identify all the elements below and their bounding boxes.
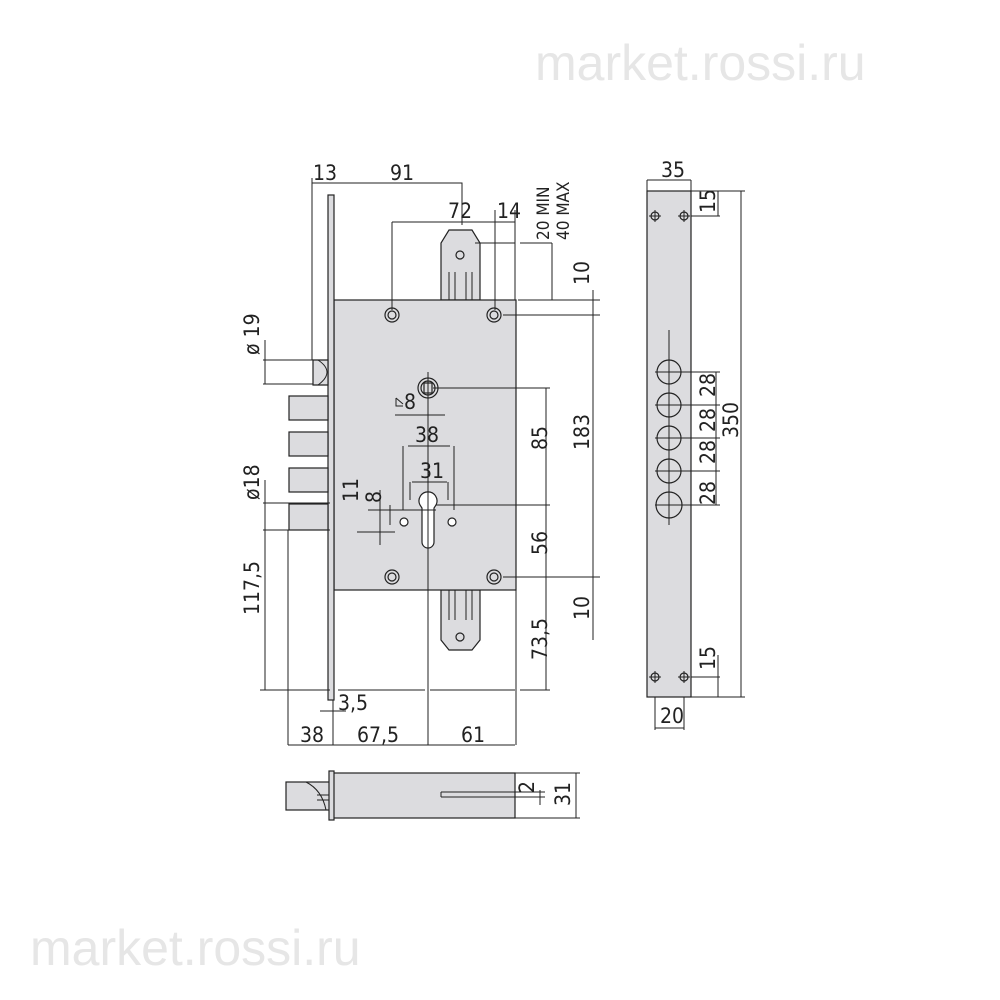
watermark-bottom: market.rossi.ru xyxy=(30,920,361,976)
dim-40-max: 40 MAX xyxy=(554,182,574,240)
square-icon xyxy=(395,397,404,407)
dim-28-2: 28 xyxy=(696,408,720,432)
dim-8: 8 xyxy=(362,491,386,503)
dim-10-bottom: 10 xyxy=(570,596,594,620)
bolt-openings xyxy=(655,330,720,525)
dim-67-5: 67,5 xyxy=(357,723,399,747)
dim-15-bottom: 15 xyxy=(696,646,720,670)
dim-350: 350 xyxy=(719,402,743,438)
bottom-view: 2 31 xyxy=(285,770,580,821)
case-top xyxy=(332,772,516,819)
dim-117-5: 117,5 xyxy=(240,561,264,615)
dim-72: 72 xyxy=(448,199,472,223)
bolt xyxy=(288,467,329,493)
latch xyxy=(312,359,329,386)
bolt xyxy=(288,431,329,457)
dim-38-throw: 38 xyxy=(300,723,324,747)
dim-31-thk: 31 xyxy=(551,782,575,806)
watermark-top: market.rossi.ru xyxy=(535,35,866,91)
dim-follower-8: 8 xyxy=(404,390,416,414)
dim-38-cyl: 38 xyxy=(415,423,439,447)
dim-20: 20 xyxy=(660,704,684,728)
faceplate-view: 35 15 28 28 28 28 350 15 20 xyxy=(646,158,745,730)
dim-15-top: 15 xyxy=(696,189,720,213)
dim-20-min: 20 MIN xyxy=(534,187,554,240)
bolt xyxy=(288,395,329,421)
dim-31-cyl: 31 xyxy=(420,459,444,483)
rod-hole-icon xyxy=(455,632,465,642)
top-rod-connector xyxy=(440,229,481,301)
dim-28-1: 28 xyxy=(696,373,720,397)
dim-56: 56 xyxy=(528,531,552,555)
bolt-end xyxy=(285,781,331,811)
dim-28-3: 28 xyxy=(696,440,720,464)
dim-3-5: 3,5 xyxy=(338,691,368,715)
dim-35: 35 xyxy=(661,158,685,182)
dim-14: 14 xyxy=(497,199,521,223)
dim-11: 11 xyxy=(339,478,363,502)
dim-2: 2 xyxy=(515,781,539,793)
dim-10-top: 10 xyxy=(570,261,594,285)
rod-hole-icon xyxy=(455,250,465,260)
dim-bolt-dia: ø18 xyxy=(240,464,264,500)
dim-28-4: 28 xyxy=(696,481,720,505)
faceplate xyxy=(327,194,335,701)
front-view: 13 91 72 14 20 MIN 40 MAX 10 183 10 85 5… xyxy=(240,161,600,747)
dim-91: 91 xyxy=(390,161,414,185)
dim-61: 61 xyxy=(461,723,485,747)
faceplate-edge xyxy=(328,770,335,821)
dim-73-5: 73,5 xyxy=(528,618,552,660)
dim-183: 183 xyxy=(570,414,594,450)
bolt xyxy=(288,503,329,531)
screw-holes xyxy=(384,307,502,585)
dim-latch-dia: ø 19 xyxy=(240,313,264,355)
plate-screw-holes xyxy=(649,210,690,683)
dim-13: 13 xyxy=(313,161,337,185)
dim-85: 85 xyxy=(528,426,552,450)
